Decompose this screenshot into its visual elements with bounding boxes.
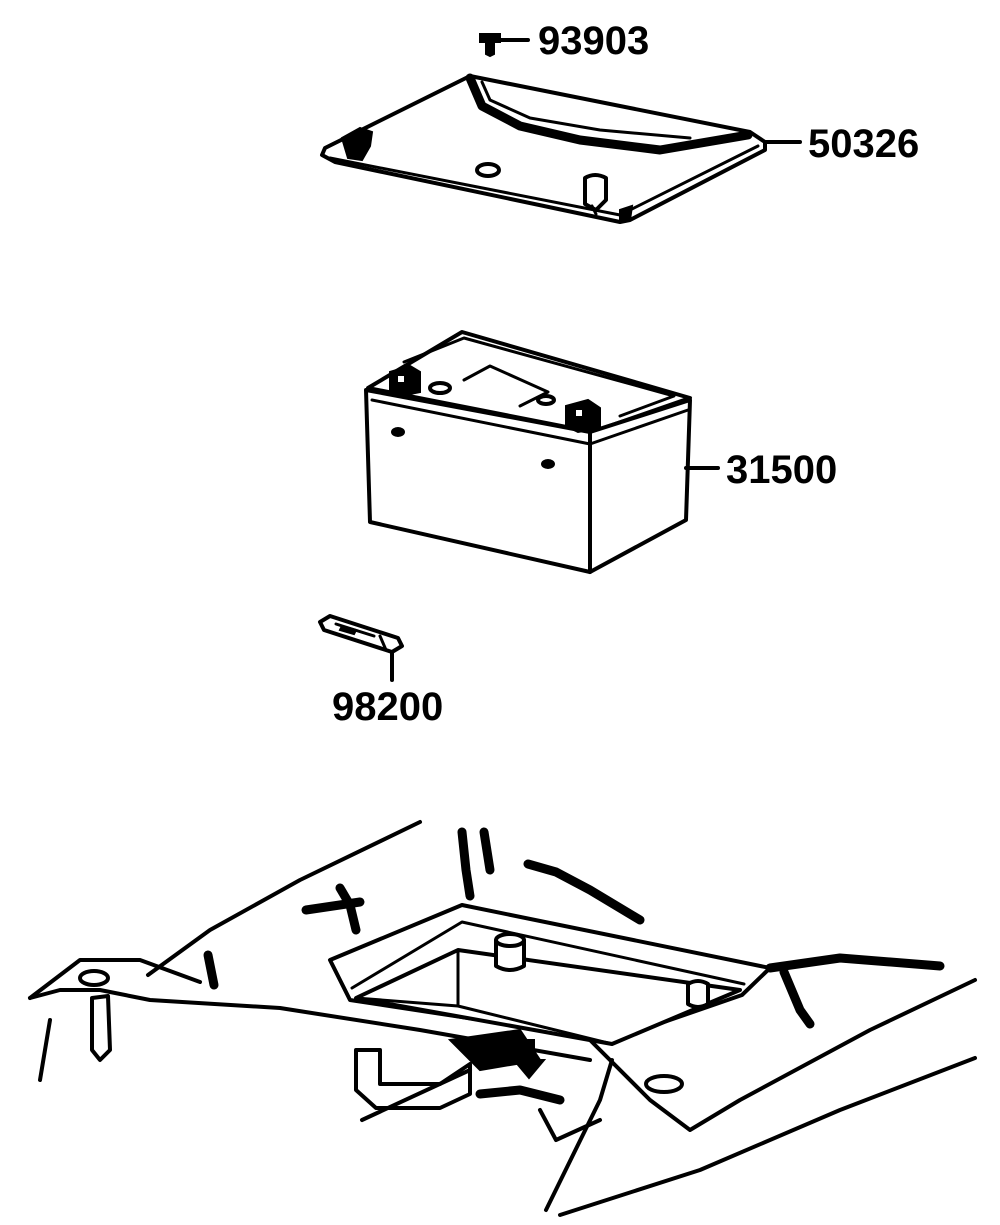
battery-part: 31500 (364, 330, 837, 574)
screw-icon (479, 33, 501, 58)
part-number-93903: 93903 (538, 19, 649, 63)
part-number-98200: 98200 (332, 685, 443, 729)
screw-part: 93903 (479, 19, 649, 63)
fuse-part: 98200 (318, 614, 443, 729)
part-number-50326: 50326 (808, 122, 919, 166)
battery-cover-part: 50326 (320, 73, 919, 224)
frame-compartment-drawing (28, 820, 977, 1217)
battery-cover-drawing (320, 73, 767, 224)
fuse-drawing (318, 614, 404, 654)
part-number-31500: 31500 (726, 448, 837, 492)
battery-drawing (364, 330, 692, 574)
